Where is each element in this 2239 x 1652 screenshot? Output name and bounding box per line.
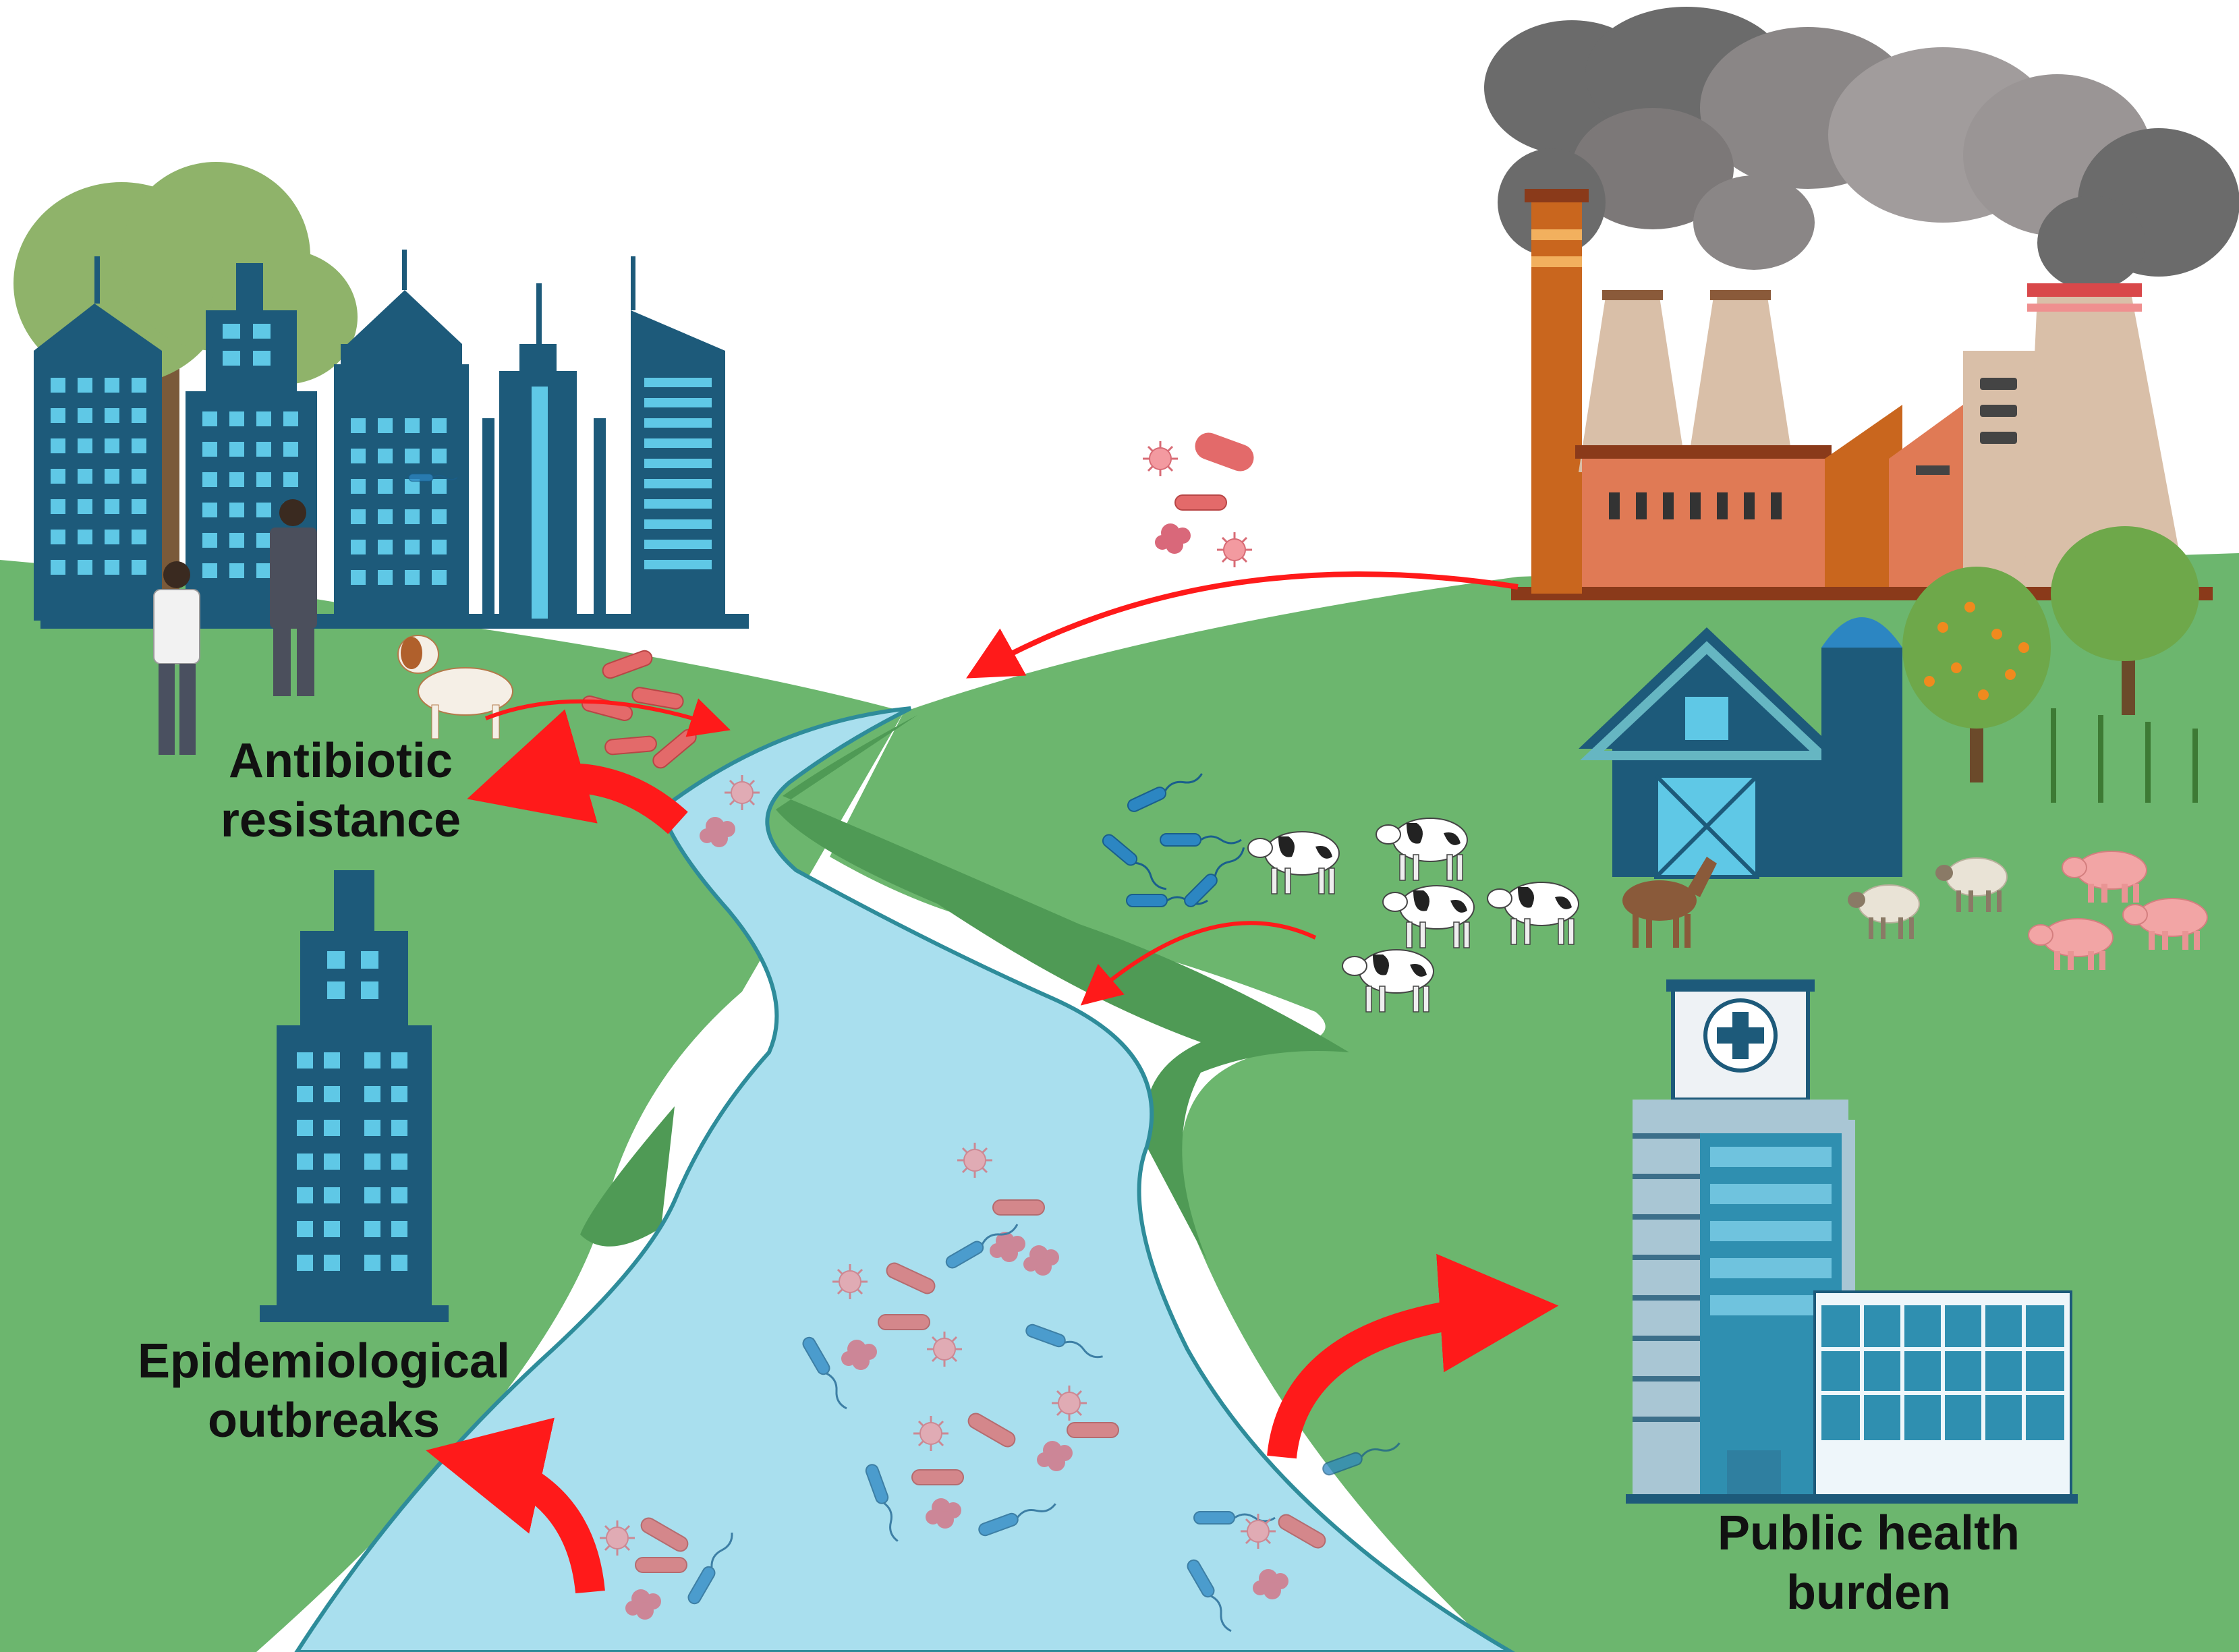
virus-icon	[1141, 440, 1179, 478]
antibiotic-resistance-line-2: resistance	[220, 793, 461, 847]
smoke-cloud-icon	[1484, 7, 2239, 290]
dog-icon	[397, 635, 513, 739]
person-icon	[270, 499, 317, 696]
microbe-cluster-factory	[1141, 432, 1254, 569]
bacteria-icon	[911, 1469, 964, 1485]
bacteria-icon	[1195, 432, 1254, 472]
antibiotic-resistance-label: Antibiotic resistance	[165, 732, 516, 851]
building-icon	[260, 870, 449, 1322]
bacteria-icon	[635, 1557, 687, 1573]
hospital-icon	[1626, 979, 2078, 1504]
fruit-tree-icon	[1902, 526, 2199, 803]
virus-icon	[1216, 531, 1253, 569]
public-health-burden-label: Public health burden	[1693, 1504, 2044, 1623]
epidemiological-outbreaks-line-2: outbreaks	[207, 1393, 441, 1448]
public-health-burden-line-2: burden	[1786, 1565, 1951, 1620]
epidemiological-outbreaks-label: Epidemiological outbreaks	[115, 1332, 533, 1451]
bacteria-icon	[992, 1199, 1045, 1216]
curved-arrow-icon	[426, 571, 1559, 1594]
bacteria-icon	[878, 1314, 930, 1330]
bacteria-icon	[1067, 1422, 1119, 1438]
bacteria-icon	[1174, 494, 1227, 511]
barn-icon	[1579, 627, 1835, 879]
land-shadow	[776, 715, 1349, 1261]
factory-icon	[1511, 189, 2213, 600]
horse-icon	[1622, 857, 1717, 948]
antibiotic-resistance-line-1: Antibiotic	[229, 734, 453, 788]
bacteria-icon	[1155, 523, 1191, 554]
public-health-burden-line-1: Public health	[1717, 1506, 2020, 1560]
land-shadow-left	[580, 1106, 675, 1247]
silo-icon	[1821, 617, 1902, 877]
epidemiological-outbreaks-line-1: Epidemiological	[137, 1334, 511, 1388]
person-icon	[153, 561, 200, 755]
